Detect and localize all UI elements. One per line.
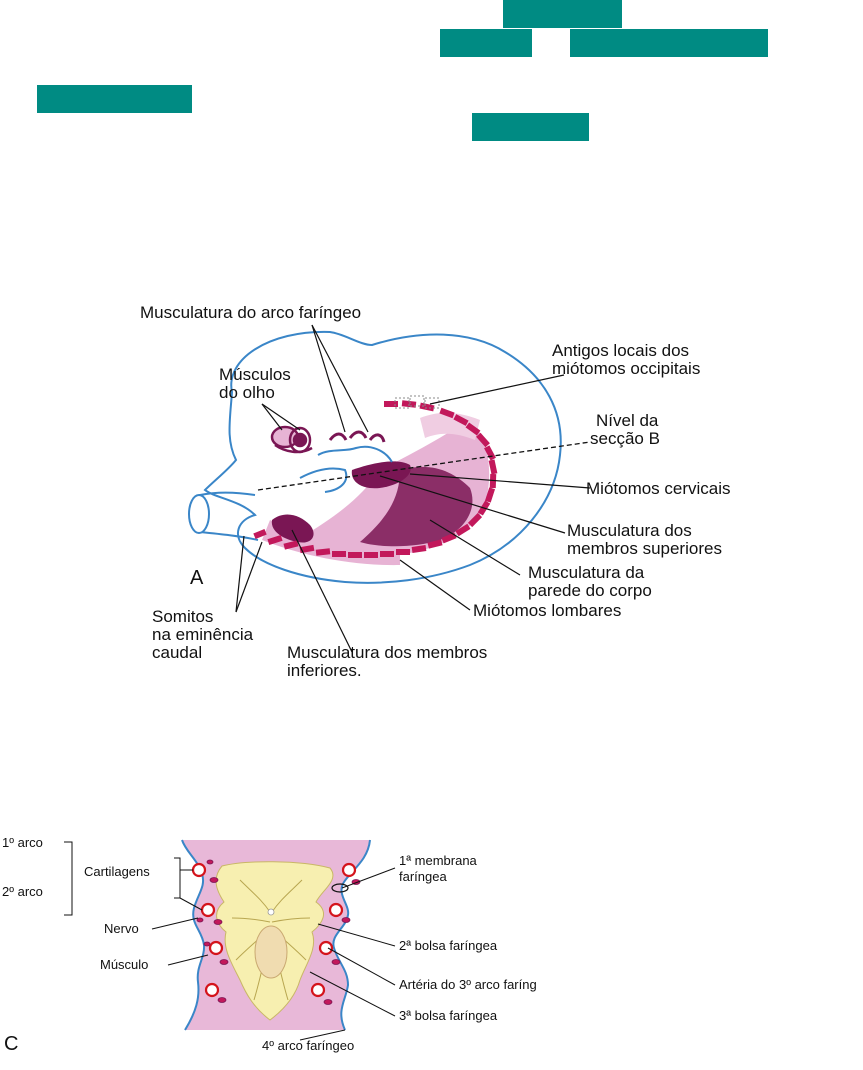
label-pouch-2: 2ª bolsa faríngea bbox=[399, 938, 498, 953]
label-artery-3: Artéria do 3º arco faríng bbox=[399, 977, 537, 992]
figure-a-embryo-diagram: Musculatura do arco faríngeo Músculos do… bbox=[140, 303, 731, 680]
arch-small-structures bbox=[196, 859, 361, 1005]
pharynx-right-edge bbox=[332, 839, 371, 1031]
panel-letter-a: A bbox=[190, 567, 204, 589]
label-pouch-3: 3ª bolsa faríngea bbox=[399, 1008, 498, 1023]
lower-limb-musculature bbox=[271, 514, 314, 543]
arch-bracket bbox=[64, 841, 73, 916]
label-membrane-line2: faríngea bbox=[399, 869, 447, 884]
label-upper-limb-line1: Musculatura dos bbox=[567, 521, 692, 540]
label-eye-muscles-line2: do olho bbox=[219, 383, 275, 402]
label-section-level-line2: secção B bbox=[590, 429, 660, 448]
embryo-outline bbox=[203, 330, 562, 584]
label-lower-limb-line2: inferiores. bbox=[287, 661, 362, 680]
label-lumbar-myotomes: Miótomos lombares bbox=[473, 601, 621, 620]
embryo-stump-end bbox=[188, 494, 210, 534]
myotome-dashes bbox=[253, 400, 498, 558]
label-cartilages: Cartilagens bbox=[84, 864, 150, 879]
label-nerve: Nervo bbox=[104, 921, 139, 936]
redacted-block-5 bbox=[472, 113, 589, 141]
pharyngeal-arch-outline bbox=[317, 445, 393, 463]
label-occipital-line1: Antigos locais dos bbox=[552, 341, 689, 360]
panel-letter-c: C bbox=[4, 1033, 18, 1055]
membrane-marker bbox=[331, 883, 349, 893]
label-body-wall-line2: parede do corpo bbox=[528, 581, 652, 600]
label-arch-4: 4º arco faríngeo bbox=[262, 1038, 354, 1053]
redacted-block-4 bbox=[37, 85, 192, 113]
eye-muscle-cluster bbox=[270, 425, 313, 454]
label-section-level-line1: Nível da bbox=[596, 411, 659, 430]
label-lower-limb-line1: Musculatura dos membros bbox=[287, 643, 487, 662]
jaw-outline bbox=[299, 467, 348, 493]
figure-c-leader-lines bbox=[151, 867, 396, 1041]
label-eye-muscles-line1: Músculos bbox=[219, 365, 291, 384]
redacted-block-1 bbox=[503, 0, 622, 28]
label-somites-line2: na eminência bbox=[152, 625, 254, 644]
redacted-block-3 bbox=[570, 29, 768, 57]
label-cervical-myotomes: Miótomos cervicais bbox=[586, 479, 731, 498]
central-structure bbox=[254, 925, 288, 979]
redacted-block-2 bbox=[440, 29, 532, 57]
figure-a-leader-lines bbox=[235, 324, 591, 653]
label-body-wall-line1: Musculatura da bbox=[528, 563, 645, 582]
cartilage-bracket bbox=[174, 857, 181, 899]
label-muscle: Músculo bbox=[100, 957, 148, 972]
label-membrane-line1: 1ª membrana bbox=[399, 853, 478, 868]
center-dot bbox=[267, 908, 275, 916]
pharyngeal-arch-muscles bbox=[328, 430, 386, 443]
arch-arteries bbox=[191, 862, 357, 998]
label-somites-line3: caudal bbox=[152, 643, 202, 662]
upper-limb-musculature bbox=[351, 461, 411, 489]
body-wall-dark bbox=[360, 466, 473, 547]
label-arch-2: 2º arco bbox=[2, 884, 43, 899]
label-somites-line1: Somitos bbox=[152, 607, 213, 626]
label-arch-1: 1º arco bbox=[2, 835, 43, 850]
label-upper-limb-line2: membros superiores bbox=[567, 539, 722, 558]
label-pharyngeal-arch-musculature: Musculatura do arco faríngeo bbox=[140, 303, 361, 322]
label-occipital-line2: miótomos occipitais bbox=[552, 359, 700, 378]
